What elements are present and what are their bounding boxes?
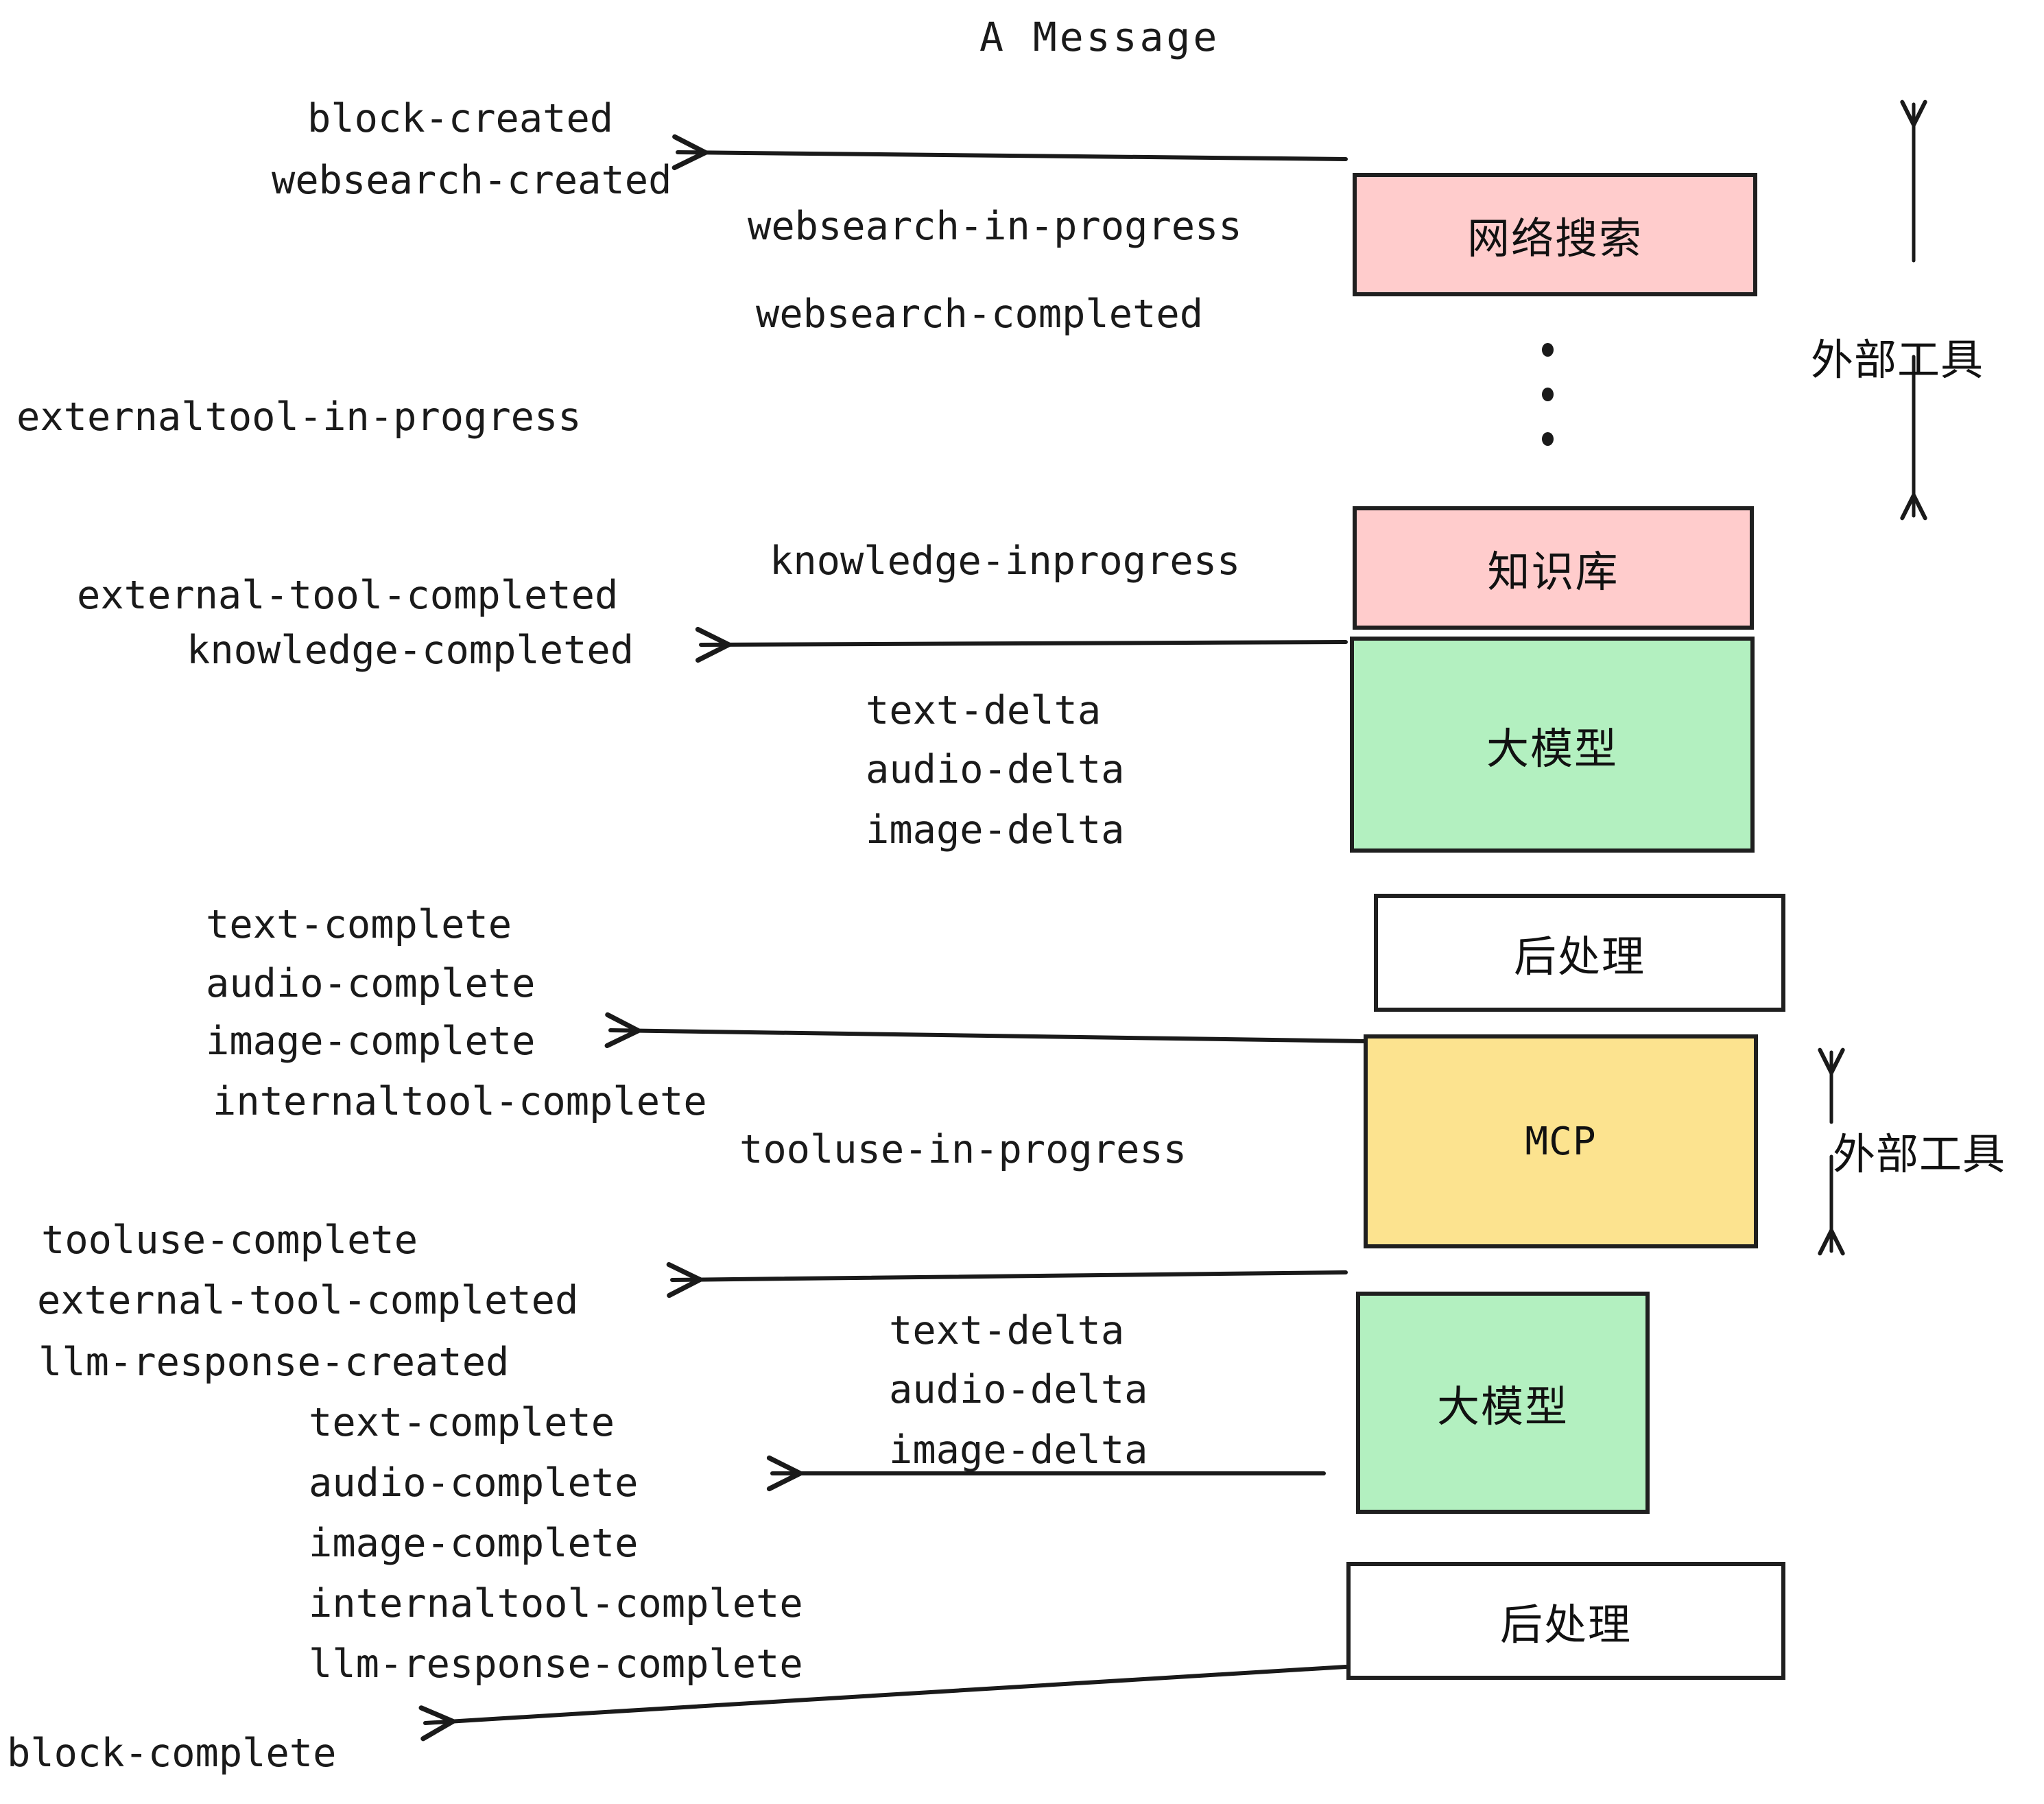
ellipsis-dot [1542,343,1554,357]
event-label-websearch-completed: websearch-completed [756,292,1204,337]
box-postprocess-top: 后处理 [1374,894,1785,1012]
ellipsis-dot [1542,432,1554,446]
event-label-external-tool-completed-1: external-tool-completed [77,573,619,618]
box-label-websearch: 网络搜索 [1466,213,1643,263]
box-label-llm-bottom: 大模型 [1436,1381,1569,1432]
event-label-text-delta-1: text-delta [866,688,1102,733]
box-llm-top: 大模型 [1350,637,1755,853]
box-label-mcp: MCP [1525,1119,1597,1164]
box-label-postprocess-bottom: 后处理 [1499,1600,1632,1650]
box-websearch: 网络搜索 [1353,173,1757,296]
event-label-audio-complete-1: audio-complete [206,961,536,1006]
event-label-internaltool-complete-2: internaltool-complete [309,1581,803,1626]
event-label-image-delta-2: image-delta [889,1427,1148,1473]
event-label-websearch-in-progress: websearch-in-progress [748,204,1242,249]
event-label-image-complete-2: image-complete [309,1521,639,1566]
box-label-llm-top: 大模型 [1486,723,1618,774]
event-label-internaltool-complete-1: internaltool-complete [213,1079,707,1124]
event-label-knowledge-completed: knowledge-completed [187,628,634,673]
page-title: A Message [979,14,1220,60]
event-label-text-delta-2: text-delta [889,1308,1125,1353]
event-label-text-complete-1: text-complete [206,902,512,947]
side-label-external-tools-bottom: 外部工具 [1833,1129,2006,1179]
box-mcp: MCP [1364,1034,1758,1248]
event-label-external-tool-completed-2: external-tool-completed [37,1278,579,1323]
arrow-websearch-to-block [672,134,1348,171]
arrow-postprocess-to-block [418,1665,1348,1742]
event-label-tooluse-complete: tooluse-complete [41,1218,418,1263]
event-label-audio-delta-1: audio-delta [866,747,1125,792]
arrow-knowledge-to-completed [695,626,1348,663]
vertical-ellipsis-icon [1542,343,1554,446]
event-label-audio-delta-2: audio-delta [889,1367,1148,1412]
event-label-block-created: block-created [307,96,614,141]
box-label-postprocess-top: 后处理 [1513,931,1645,982]
event-label-externaltool-in-progress: externaltool-in-progress [16,394,582,440]
box-postprocess-bottom: 后处理 [1346,1562,1785,1680]
side-label-external-tools-top: 外部工具 [1811,335,1984,385]
box-label-knowledge: 知识库 [1487,547,1619,597]
event-label-image-complete-1: image-complete [206,1019,536,1064]
event-label-knowledge-inprogress: knowledge-inprogress [770,538,1241,584]
event-label-websearch-created: websearch-created [272,158,672,203]
event-label-audio-complete-2: audio-complete [309,1460,639,1506]
arrow-mcp-to-tooluse [666,1261,1348,1298]
arrow-postprocess-to-image [604,1012,1367,1049]
event-label-llm-response-complete: llm-response-complete [309,1641,803,1687]
event-label-tooluse-in-progress: tooluse-in-progress [739,1127,1187,1172]
event-label-image-delta-1: image-delta [866,807,1125,853]
ellipsis-dot [1542,388,1554,401]
event-label-block-complete: block-complete [7,1731,337,1776]
box-llm-bottom: 大模型 [1356,1292,1650,1514]
event-label-llm-response-created: llm-response-created [38,1340,510,1385]
box-knowledge: 知识库 [1353,506,1754,630]
event-label-text-complete-2: text-complete [309,1400,615,1445]
